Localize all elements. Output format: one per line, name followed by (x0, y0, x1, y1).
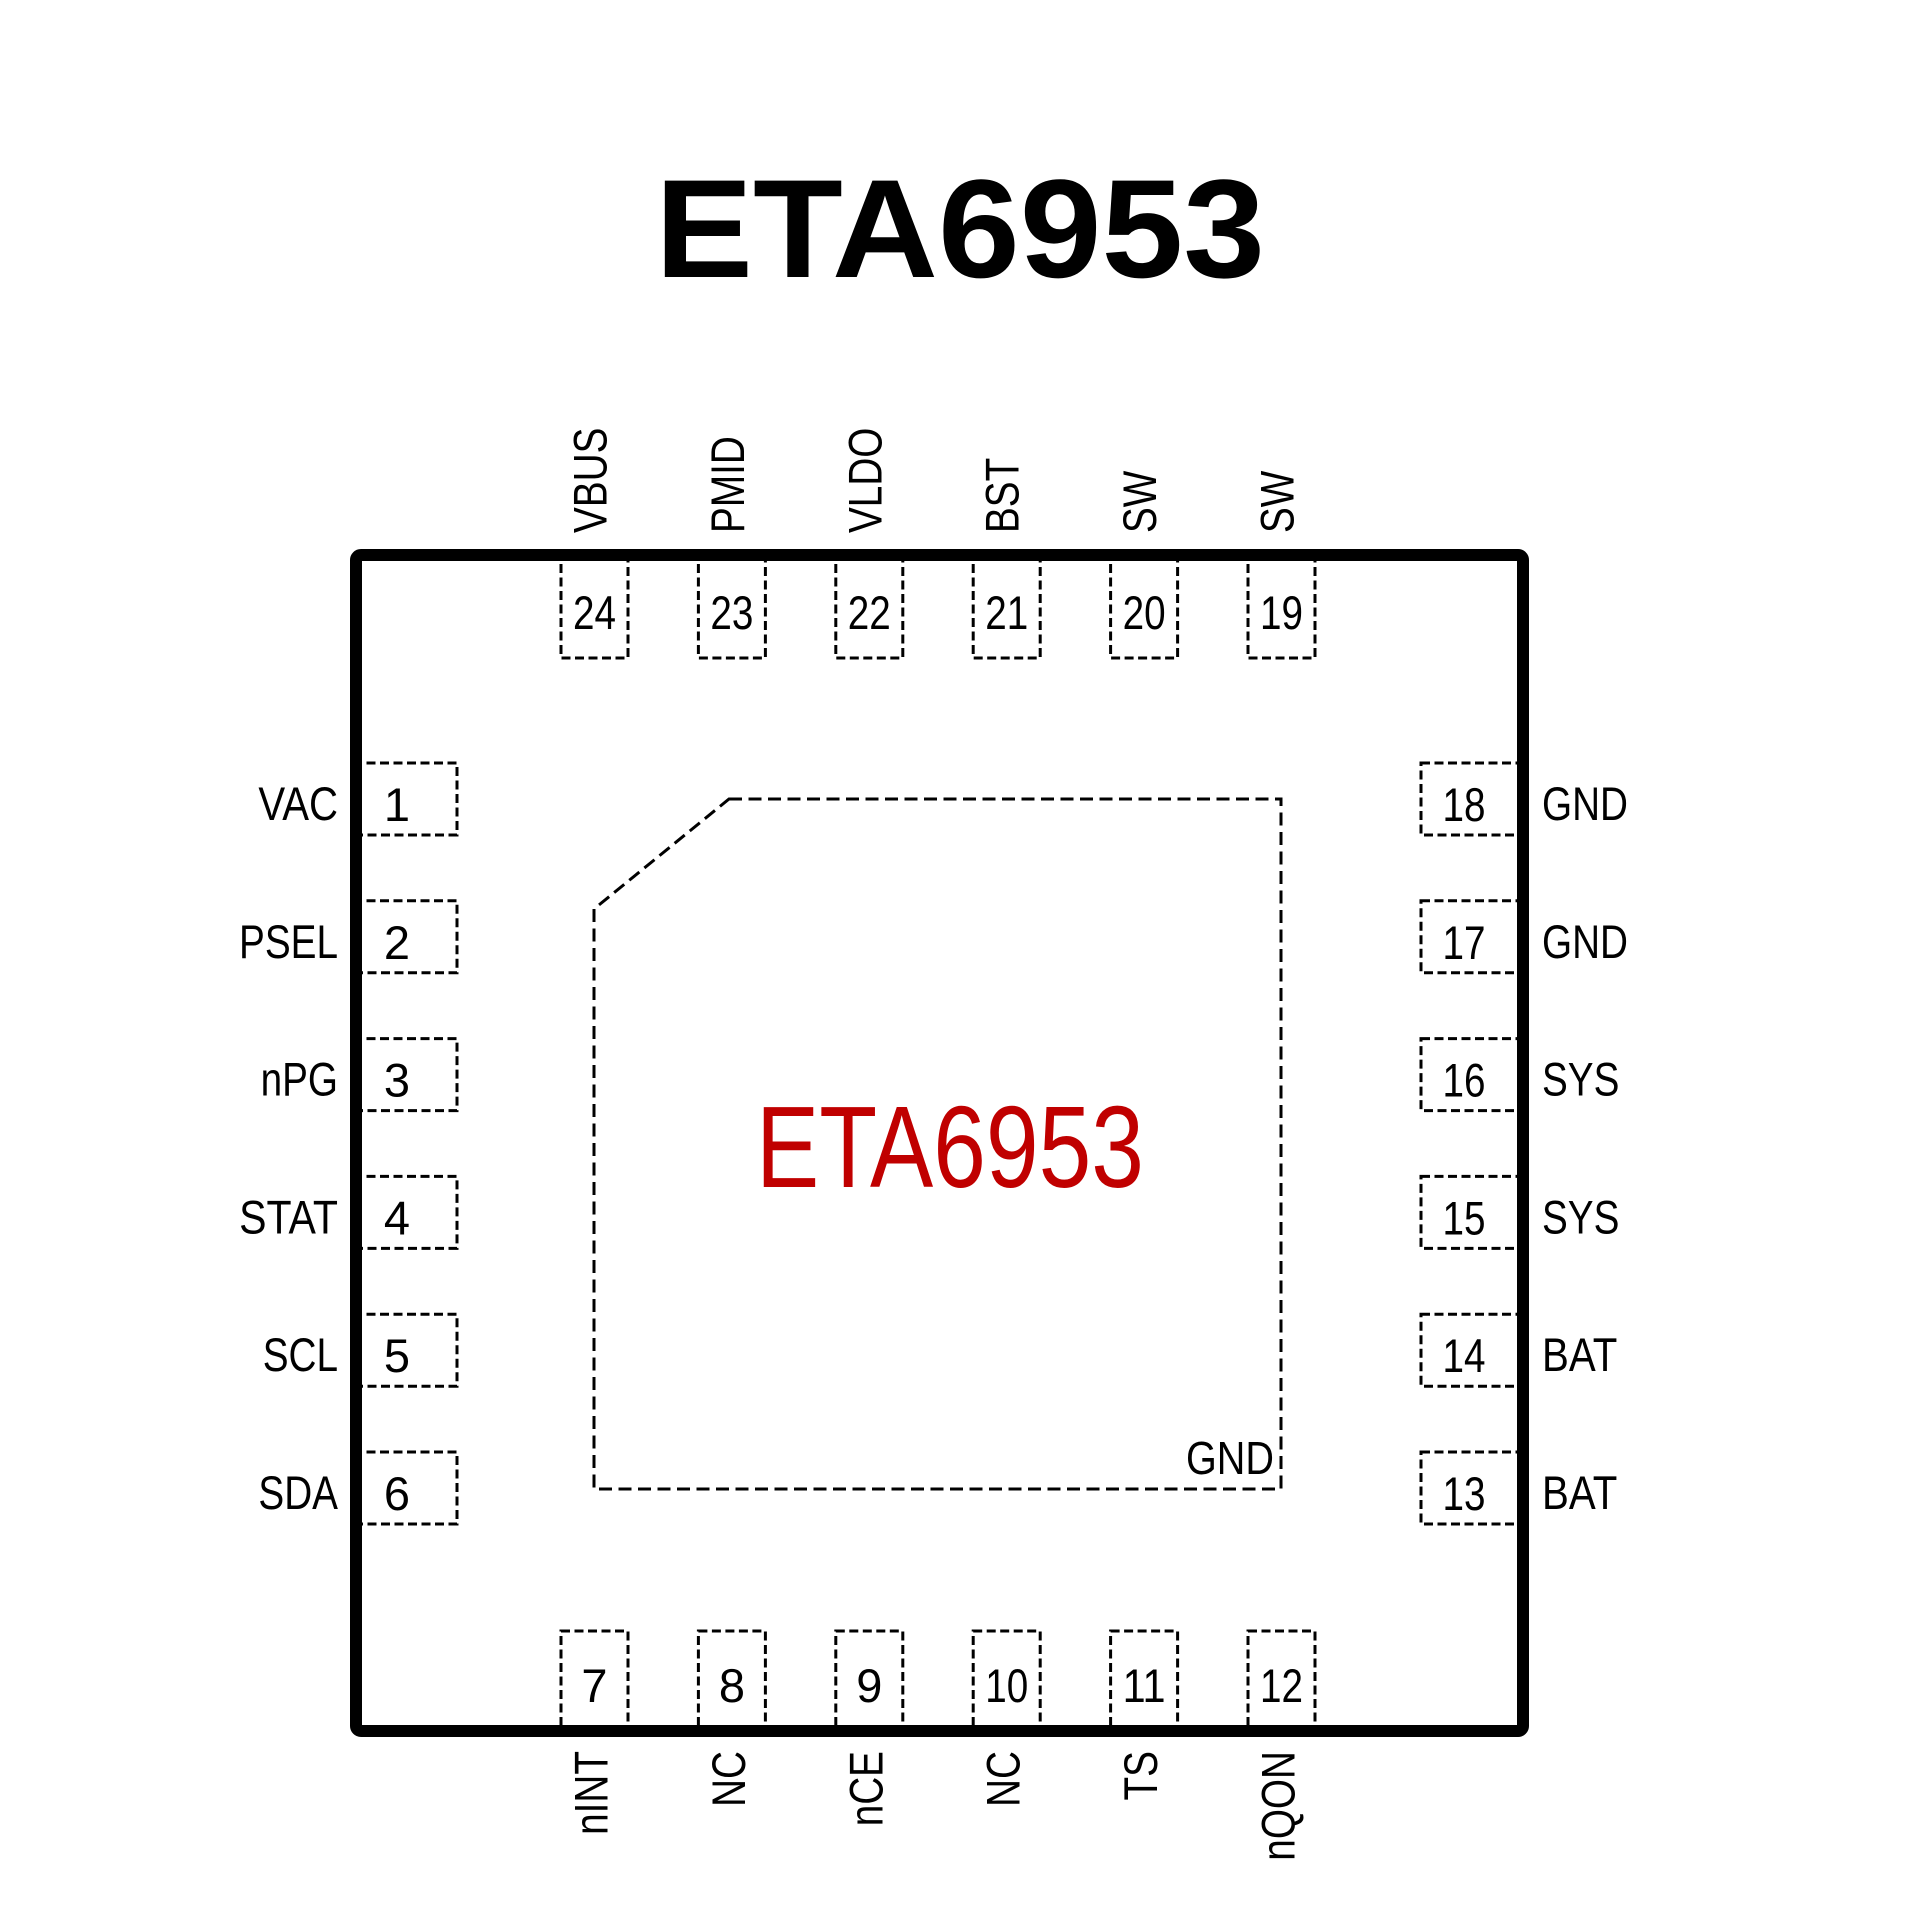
svg-text:24: 24 (573, 586, 616, 639)
svg-text:BAT: BAT (1542, 1466, 1617, 1519)
svg-text:23: 23 (710, 586, 753, 639)
svg-text:STAT: STAT (239, 1190, 338, 1243)
svg-text:nQON: nQON (1252, 1751, 1305, 1861)
svg-text:7: 7 (581, 1659, 607, 1712)
svg-text:NC: NC (702, 1751, 755, 1807)
svg-text:VBUS: VBUS (564, 428, 617, 533)
svg-text:22: 22 (848, 586, 891, 639)
svg-text:2: 2 (384, 916, 410, 969)
svg-text:5: 5 (384, 1329, 410, 1382)
svg-text:TS: TS (1114, 1751, 1167, 1801)
svg-text:GND: GND (1542, 777, 1628, 830)
svg-text:11: 11 (1123, 1659, 1166, 1712)
svg-text:PSEL: PSEL (239, 915, 338, 968)
svg-text:16: 16 (1443, 1054, 1486, 1107)
svg-text:GND: GND (1542, 915, 1628, 968)
svg-text:SYS: SYS (1542, 1053, 1619, 1106)
svg-text:SW: SW (1113, 470, 1166, 533)
svg-text:PMID: PMID (701, 436, 754, 533)
svg-text:nINT: nINT (565, 1751, 618, 1835)
svg-text:10: 10 (985, 1659, 1028, 1712)
svg-text:1: 1 (384, 778, 410, 831)
svg-text:BST: BST (976, 458, 1029, 533)
svg-text:VAC: VAC (258, 777, 338, 830)
svg-text:ETA6953: ETA6953 (655, 150, 1265, 307)
svg-text:18: 18 (1443, 778, 1486, 831)
svg-text:GND: GND (1186, 1432, 1274, 1484)
svg-text:SW: SW (1251, 470, 1304, 533)
svg-text:VLDO: VLDO (838, 428, 891, 533)
svg-text:21: 21 (985, 586, 1028, 639)
svg-text:14: 14 (1443, 1329, 1486, 1382)
svg-text:ETA6953: ETA6953 (756, 1082, 1144, 1212)
svg-text:13: 13 (1443, 1467, 1486, 1520)
svg-text:SCL: SCL (263, 1328, 338, 1381)
svg-text:15: 15 (1443, 1191, 1486, 1244)
svg-text:SDA: SDA (258, 1466, 338, 1519)
svg-text:4: 4 (384, 1191, 410, 1244)
svg-text:12: 12 (1260, 1659, 1303, 1712)
svg-text:nCE: nCE (839, 1751, 892, 1826)
svg-text:19: 19 (1260, 586, 1303, 639)
svg-text:6: 6 (384, 1467, 410, 1520)
svg-text:BAT: BAT (1542, 1328, 1617, 1381)
svg-text:8: 8 (719, 1659, 745, 1712)
svg-text:SYS: SYS (1542, 1190, 1619, 1243)
svg-text:9: 9 (856, 1659, 882, 1712)
svg-text:3: 3 (384, 1054, 410, 1107)
svg-text:20: 20 (1123, 586, 1166, 639)
svg-text:NC: NC (977, 1751, 1030, 1807)
svg-text:nPG: nPG (261, 1053, 338, 1106)
svg-text:17: 17 (1443, 916, 1486, 969)
